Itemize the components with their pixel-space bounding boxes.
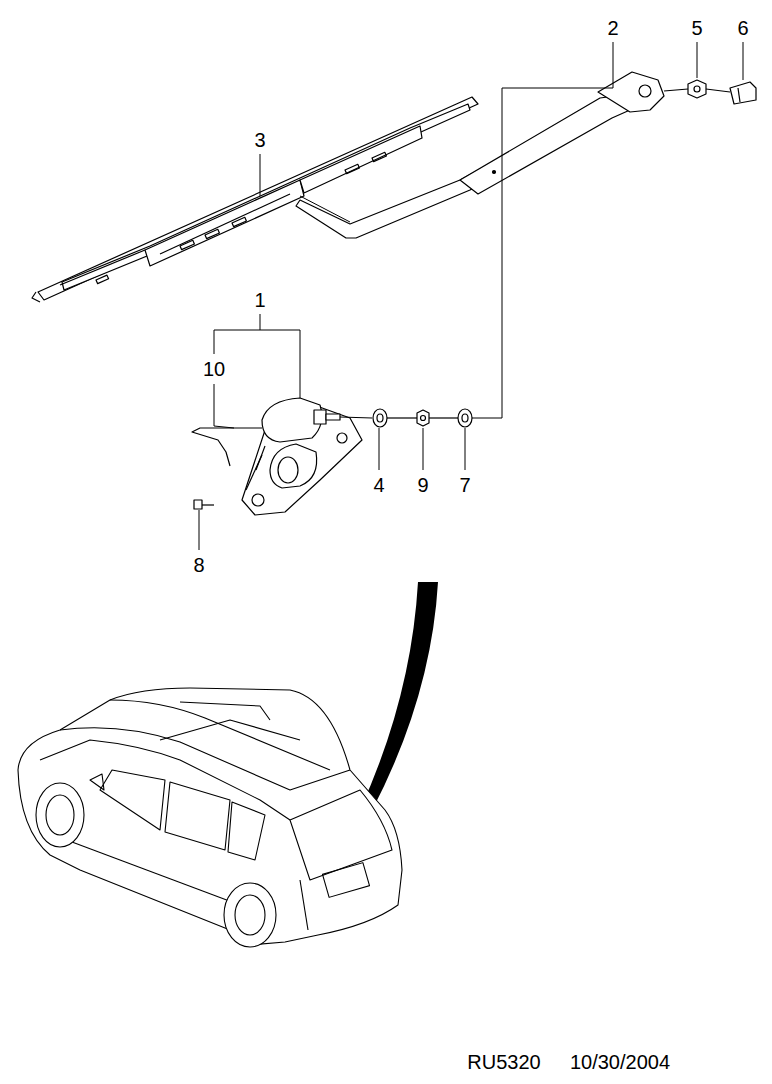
callout-number: 2 [605, 17, 620, 39]
car-outline [18, 688, 402, 947]
wiper-motor [192, 398, 372, 515]
callout-number: 6 [735, 17, 750, 39]
callout-number: 10 [201, 358, 227, 380]
callout-number: 1 [252, 289, 267, 311]
washers [373, 409, 472, 427]
callout-number: 8 [191, 554, 206, 576]
callout-number: 9 [415, 474, 430, 496]
drawing-reference: RU5320 [465, 1051, 542, 1073]
callout-number: 7 [457, 474, 472, 496]
callout-number: 4 [371, 474, 386, 496]
drawing-reference: 10/30/2004 [568, 1051, 672, 1073]
wiper-arm [296, 72, 664, 238]
callout-number: 3 [252, 129, 267, 151]
callout-number: 5 [689, 17, 704, 39]
leader-lines [199, 42, 743, 550]
screw [194, 500, 214, 509]
nut-and-cap [664, 80, 756, 104]
